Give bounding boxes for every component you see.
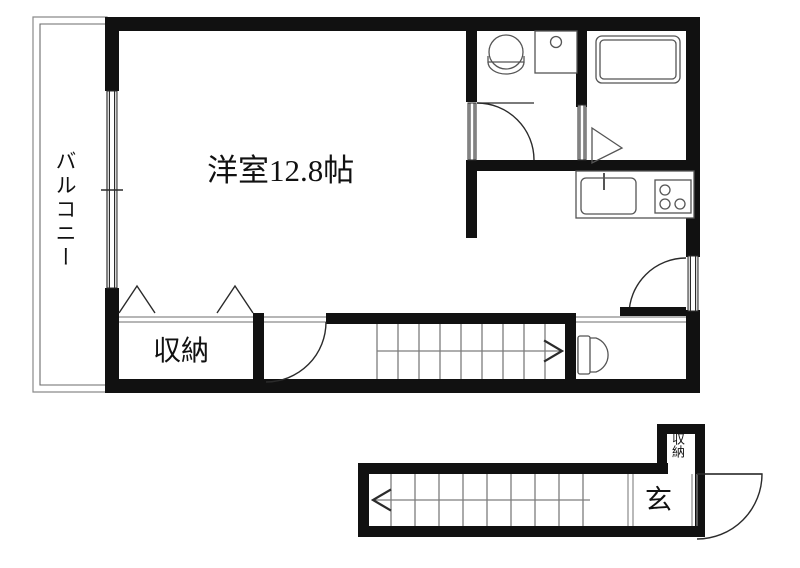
lower-interior-walls xyxy=(627,474,698,526)
balcony-label: バルコニー xyxy=(53,150,77,270)
washroom-door xyxy=(467,102,535,161)
balcony-window xyxy=(101,90,123,289)
closet-label: 収納 xyxy=(153,336,210,367)
entrance-door xyxy=(696,473,763,540)
toilet-fixture xyxy=(577,335,609,375)
bathtub-fixture xyxy=(595,35,681,84)
upper-floor-plan xyxy=(32,16,700,393)
kitchen-window xyxy=(687,255,699,312)
washbasin-fixture xyxy=(487,34,525,75)
entrance-closet-walls xyxy=(657,424,705,474)
corridor-walls xyxy=(119,307,686,393)
entrance-closet-label: 収納 xyxy=(670,432,685,458)
entrance-label: 玄 xyxy=(645,485,672,515)
upper-stairs xyxy=(376,324,565,379)
washing-machine-space xyxy=(534,30,578,74)
interior-walls xyxy=(466,17,700,238)
lower-floor-plan xyxy=(358,424,763,540)
main-room-label: 洋室12.8帖 xyxy=(207,153,355,188)
lower-outer-walls xyxy=(358,463,705,537)
bath-folding-door xyxy=(577,104,624,165)
upper-stairs-direction-arrow xyxy=(543,339,565,363)
lower-stairs-direction-arrow xyxy=(370,488,392,512)
cooktop-fixture xyxy=(654,179,692,214)
closet-door-markers xyxy=(118,284,254,314)
lower-stairs xyxy=(370,474,590,526)
hall-door xyxy=(628,257,687,316)
outer-walls xyxy=(105,17,700,393)
hall-entry-door xyxy=(265,321,327,383)
